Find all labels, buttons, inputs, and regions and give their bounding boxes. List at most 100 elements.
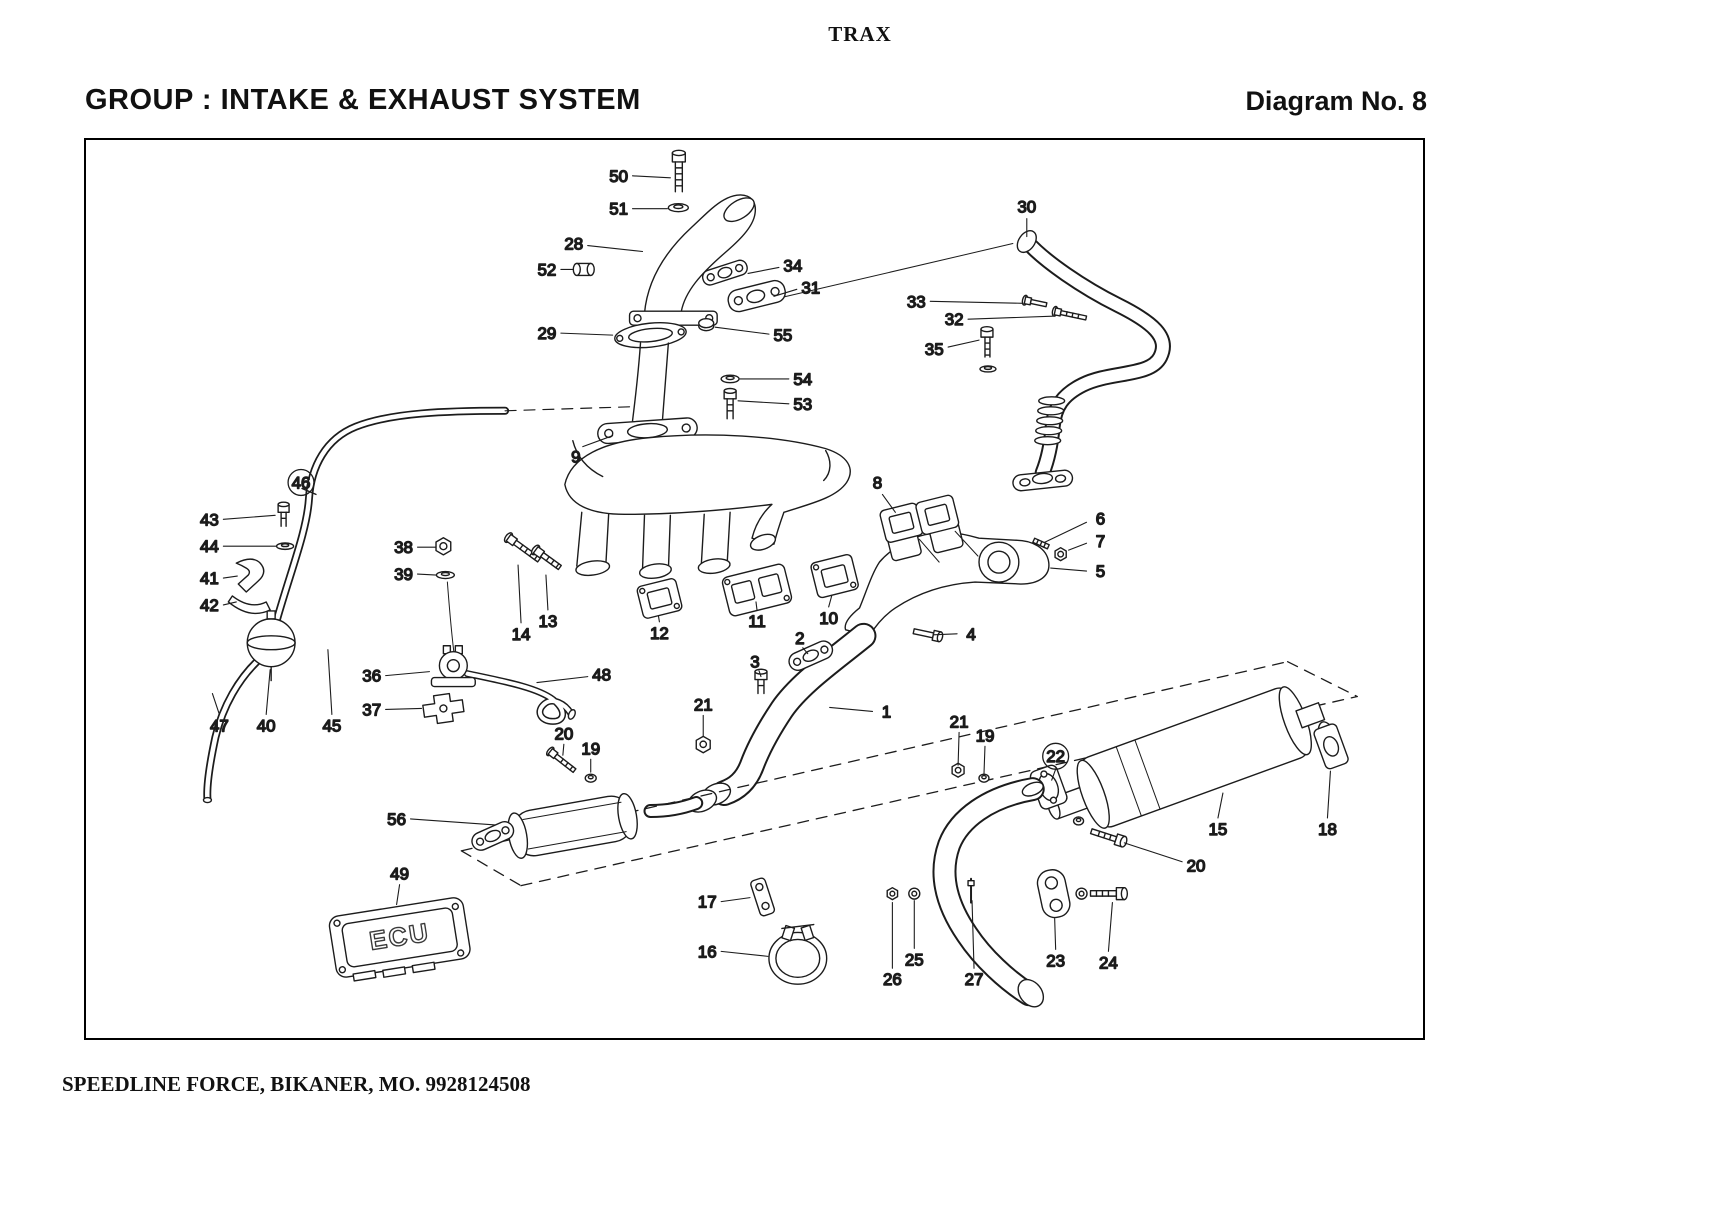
nut-21-left	[695, 735, 711, 754]
callout-leader-17	[720, 897, 751, 903]
callout-52: 52	[538, 260, 557, 279]
bolt-14	[503, 532, 542, 563]
callout-leader-22	[1051, 768, 1057, 781]
callout-9: 9	[571, 448, 580, 467]
callout-leader-9	[582, 435, 614, 448]
callout-8: 8	[873, 473, 882, 492]
callout-23: 23	[1046, 951, 1065, 970]
callout-25: 25	[905, 950, 924, 969]
callout-43: 43	[200, 510, 219, 529]
callout-13: 13	[539, 612, 558, 631]
diagram-frame: ECU	[84, 138, 1425, 1040]
callout-19: 19	[581, 739, 600, 758]
connection-line	[773, 243, 1014, 300]
callout-18: 18	[1318, 820, 1337, 839]
callout-leader-10	[828, 595, 833, 608]
callout-leader-33	[929, 300, 1024, 304]
egr-flange-31	[727, 279, 786, 313]
bracket-41	[235, 558, 265, 593]
callout-leader-21	[957, 731, 960, 766]
stud-6	[1032, 537, 1050, 550]
callout-31: 31	[801, 278, 820, 297]
callout-leader-45	[327, 649, 333, 715]
callout-leader-37	[385, 707, 423, 711]
callout-29: 29	[538, 324, 557, 343]
washer-clamp	[1072, 816, 1085, 826]
callout-24: 24	[1099, 953, 1118, 972]
pipe-30-flange	[1012, 469, 1074, 492]
callout-leader-14	[517, 564, 522, 624]
callout-leader-15	[1217, 792, 1224, 819]
callout-leader-34	[747, 266, 780, 274]
gasket-8b	[915, 494, 960, 535]
nut-21-right	[951, 762, 965, 778]
callout-4: 4	[966, 625, 975, 644]
callout-leader-5	[1050, 567, 1088, 572]
callout-leader-55	[714, 326, 770, 335]
gasket-12	[636, 578, 683, 619]
bellows-section	[1034, 396, 1066, 446]
nut-38	[435, 537, 452, 556]
callout-15: 15	[1209, 820, 1228, 839]
muffler-15	[1047, 686, 1326, 829]
vacuum-hose-47	[202, 652, 267, 804]
callout-leader-49	[396, 884, 401, 906]
callout-circle-22	[1042, 742, 1070, 770]
bolt-20-right	[1089, 828, 1128, 848]
gasket-8a	[879, 502, 924, 543]
hose-48	[463, 670, 576, 725]
callout-30: 30	[1017, 198, 1036, 217]
end-plate-18	[1313, 721, 1349, 770]
callout-27: 27	[965, 970, 984, 989]
diagram-number: Diagram No. 8	[1245, 86, 1427, 116]
callout-41: 41	[200, 569, 219, 588]
bolt-43	[277, 501, 290, 527]
callout-55: 55	[773, 326, 792, 345]
callout-6: 6	[1096, 509, 1105, 528]
bolt-20-left	[545, 746, 577, 774]
callout-circle-46	[287, 468, 315, 497]
assembly-dash-outline	[460, 661, 1358, 887]
callout-21: 21	[950, 712, 969, 731]
callout-leader-56	[409, 818, 496, 826]
gasket-29	[614, 321, 687, 349]
callout-14: 14	[512, 625, 531, 644]
gasket-10	[810, 553, 859, 599]
callout-35: 35	[925, 340, 944, 359]
callout-28: 28	[564, 235, 583, 254]
callout-48: 48	[592, 666, 611, 685]
callout-leader-43	[222, 514, 276, 520]
callout-leader-4	[932, 633, 958, 636]
callout-2: 2	[795, 629, 804, 648]
callout-16: 16	[698, 942, 717, 961]
bracket-37	[422, 692, 465, 725]
callout-26: 26	[883, 970, 902, 989]
callout-leader-19	[983, 745, 986, 775]
ecu-49: ECU	[328, 897, 471, 982]
callout-leader-24	[1107, 902, 1113, 952]
flange-34	[701, 259, 748, 286]
artwork-layer: ECU	[199, 149, 1358, 1008]
vacuum-hose-45	[273, 406, 631, 623]
callout-32: 32	[945, 310, 964, 329]
callout-leader-20	[562, 743, 565, 756]
callout-leader-20	[1123, 842, 1183, 863]
bracket-17	[750, 877, 776, 917]
brand-title: TRAX	[828, 22, 892, 46]
washer-19-left	[584, 773, 597, 783]
plug-52	[572, 262, 595, 277]
callout-47: 47	[210, 716, 229, 735]
band-clamp-16	[768, 923, 828, 985]
callout-leader-47	[211, 692, 220, 715]
nut-7	[1054, 546, 1067, 562]
washer-39	[435, 570, 456, 657]
callout-leader-42	[222, 601, 237, 606]
callout-21: 21	[694, 695, 713, 714]
callout-7: 7	[1096, 532, 1105, 551]
washer-24	[1075, 887, 1088, 900]
callout-5: 5	[1096, 562, 1105, 581]
callout-34: 34	[783, 256, 802, 275]
callout-leader-23	[1054, 917, 1057, 950]
callout-51: 51	[609, 200, 628, 219]
exhaust-pipe-27	[932, 777, 1045, 1008]
